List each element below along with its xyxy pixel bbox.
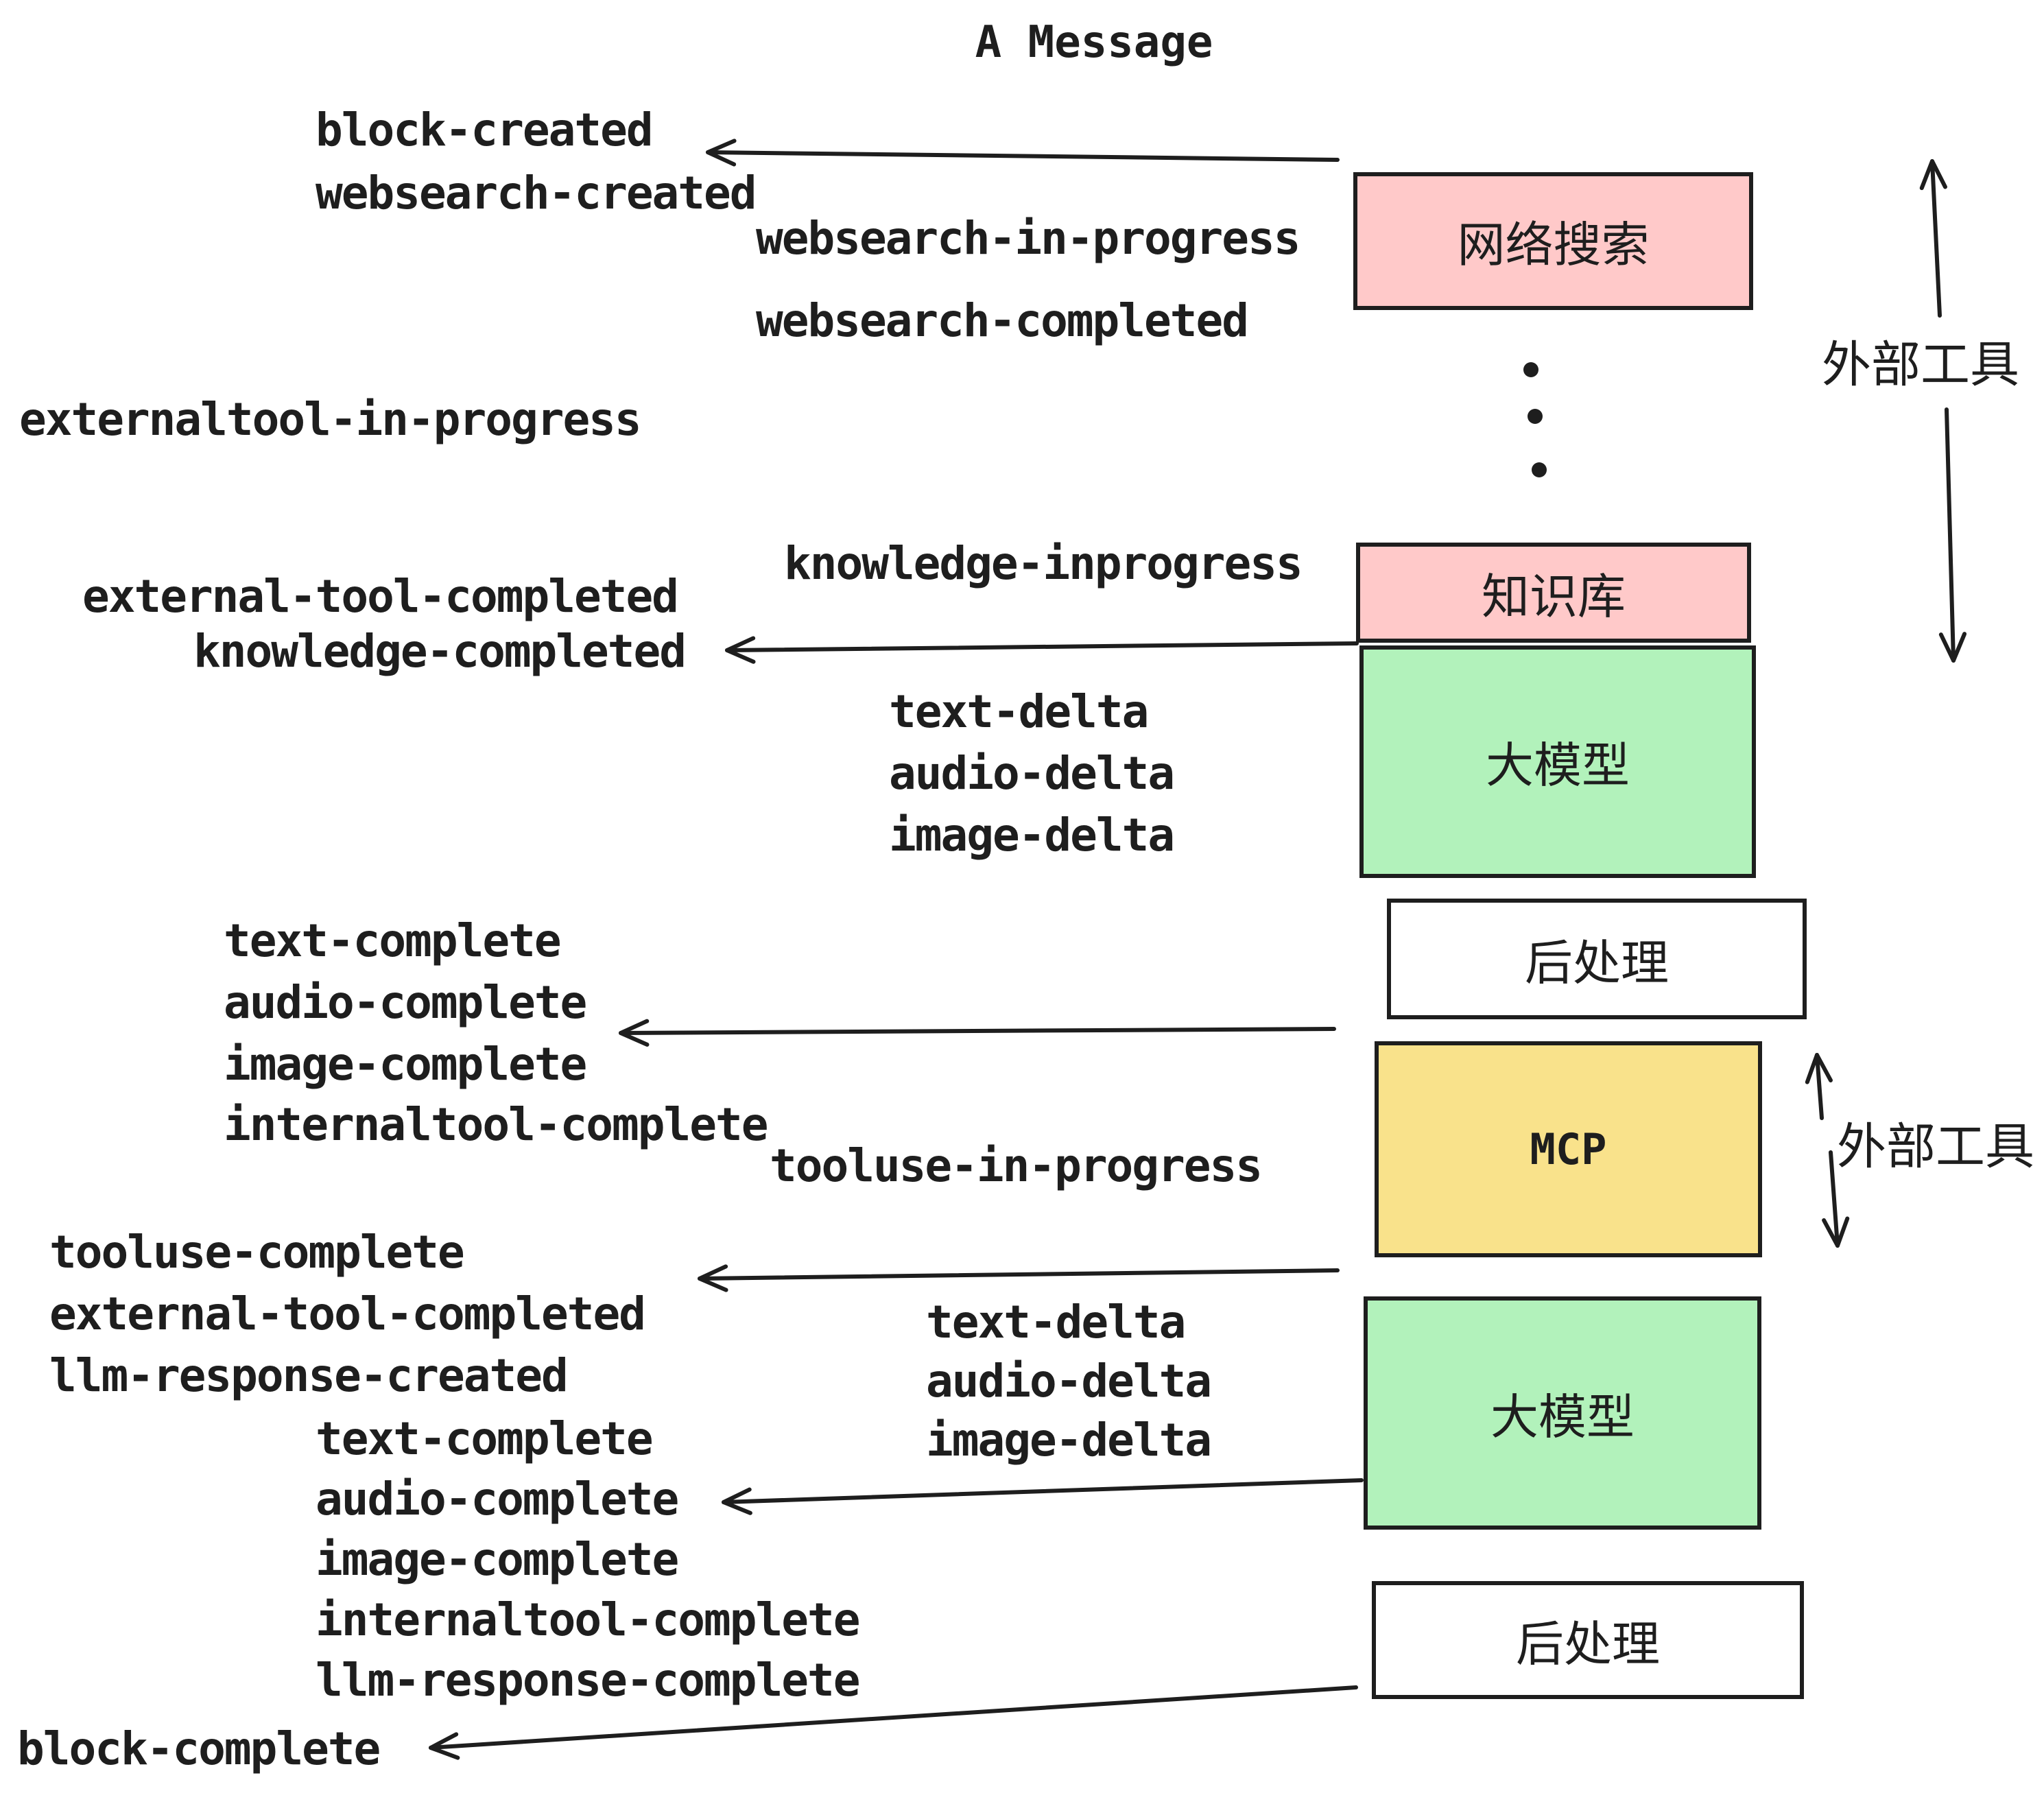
event-label-image-complete: image-complete	[224, 1038, 587, 1091]
diagram-title: A Message	[975, 17, 1213, 68]
llm-box-2-label: 大模型	[1490, 1390, 1635, 1444]
event-label-text-complete: text-complete	[224, 914, 562, 967]
event-label-llm-response-created: llm-response-created	[49, 1349, 569, 1402]
arrowhead	[725, 636, 756, 664]
postprocess-box-1-label: 后处理	[1525, 936, 1669, 990]
ellipsis-dot	[1523, 362, 1538, 377]
arrowhead	[706, 139, 737, 167]
event-label-image-delta: image-delta	[889, 809, 1175, 862]
arrowhead	[619, 1019, 650, 1047]
event-label-websearch-completed: websearch-completed	[756, 294, 1249, 347]
event-label-image-delta: image-delta	[926, 1414, 1212, 1467]
arrow-mcp-to-tooluse-complete	[698, 1264, 1340, 1292]
event-label-text-delta: text-delta	[889, 685, 1149, 738]
down-arrow	[1938, 407, 1967, 663]
event-label-audio-complete: audio-complete	[224, 976, 587, 1029]
knowledge-box: 知识库	[1356, 543, 1751, 643]
llm-box-1-label: 大模型	[1486, 739, 1630, 792]
down-arrow	[1822, 1150, 1850, 1248]
mcp-box-label: MCP	[1530, 1124, 1607, 1174]
event-label-knowledge-completed: knowledge-completed	[193, 625, 687, 678]
arrowhead	[1822, 1216, 1850, 1248]
arrow-postprocess1-to-image-complete	[619, 1019, 1336, 1047]
mcp-box: MCP	[1375, 1041, 1762, 1257]
postprocess-box-2-label: 后处理	[1516, 1617, 1660, 1671]
event-label-external-tool-completed: external-tool-completed	[49, 1287, 646, 1340]
event-label-text-delta: text-delta	[926, 1296, 1186, 1349]
event-label-websearch-in-progress: websearch-in-progress	[756, 212, 1300, 265]
arrow-llm2-to-audio-complete	[722, 1478, 1364, 1515]
knowledge-box-label: 知识库	[1482, 569, 1626, 624]
ellipsis-dot	[1532, 462, 1547, 477]
arrowhead	[722, 1487, 752, 1515]
llm-box-2: 大模型	[1364, 1296, 1761, 1530]
arrowhead	[1938, 632, 1967, 663]
arrowhead	[1805, 1053, 1833, 1084]
websearch-box: 网络搜索	[1353, 172, 1753, 310]
external-tools-annotation-2-label: 外部工具	[1836, 1119, 2035, 1175]
arrowhead	[698, 1264, 728, 1292]
external-tools-annotation-1-label: 外部工具	[1821, 337, 2020, 393]
event-label-image-complete: image-complete	[316, 1533, 679, 1586]
event-label-internaltool-complete: internaltool-complete	[316, 1593, 860, 1646]
event-label-knowledge-inprogress: knowledge-inprogress	[784, 537, 1303, 590]
event-label-external-tool-completed: external-tool-completed	[82, 570, 679, 623]
event-label-internaltool-complete: internaltool-complete	[224, 1098, 768, 1151]
event-label-audio-delta: audio-delta	[926, 1355, 1212, 1408]
event-label-tooluse-complete: tooluse-complete	[49, 1226, 465, 1279]
postprocess-box-1: 后处理	[1387, 899, 1807, 1019]
event-label-tooluse-in-progress: tooluse-in-progress	[770, 1139, 1263, 1192]
event-label-websearch-created: websearch-created	[316, 167, 757, 219]
event-label-llm-response-complete: llm-response-complete	[316, 1654, 860, 1707]
up-arrow	[1805, 1053, 1833, 1120]
arrowhead	[429, 1732, 460, 1760]
event-label-audio-complete: audio-complete	[316, 1473, 679, 1526]
arrow-postprocess2-to-block-complete	[429, 1685, 1358, 1760]
llm-box-1: 大模型	[1359, 645, 1756, 878]
up-arrow	[1919, 159, 1947, 318]
event-label-block-complete: block-complete	[17, 1722, 381, 1775]
arrow-websearch-to-block-created	[706, 139, 1340, 167]
arrow-knowledge-to-knowledge-completed	[725, 636, 1359, 664]
arrowhead	[1919, 159, 1947, 191]
event-label-audio-delta: audio-delta	[889, 747, 1175, 800]
postprocess-box-2: 后处理	[1372, 1581, 1804, 1699]
ellipsis-dot	[1528, 409, 1543, 424]
event-label-externaltool-in-progress: externaltool-in-progress	[19, 393, 642, 446]
event-label-block-created: block-created	[316, 104, 654, 156]
event-label-text-complete: text-complete	[316, 1412, 654, 1465]
websearch-box-label: 网络搜索	[1457, 218, 1650, 272]
